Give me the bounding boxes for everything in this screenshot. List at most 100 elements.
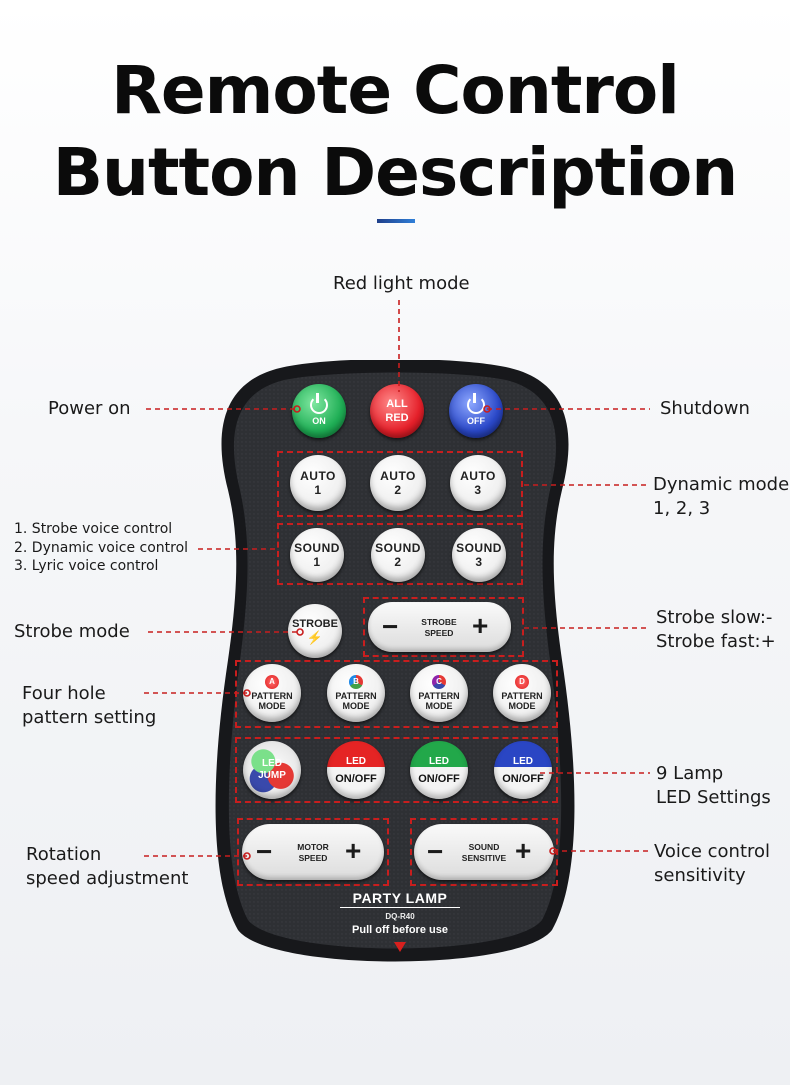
label-voice-2: sensitivity [654, 865, 746, 886]
auto-3-label: AUTO [460, 469, 496, 483]
motor-speed-label-2: SPEED [298, 853, 328, 863]
led-jump-label-1: LED [262, 758, 282, 769]
label-sound-2: 2. Dynamic voice control [14, 540, 189, 556]
sound-1-number: 1 [313, 555, 321, 569]
label-power-on: Power on [48, 398, 131, 419]
sound-3-button[interactable]: SOUND 3 [452, 528, 506, 582]
motor-speed-box [237, 818, 389, 886]
sensitive-minus-button[interactable]: − [427, 836, 444, 867]
led-group-box [235, 737, 558, 803]
sound-1-label: SOUND [294, 541, 340, 555]
auto-2-label: AUTO [380, 469, 416, 483]
strobe-speed-box [363, 597, 524, 657]
strobe-plus-button[interactable]: + [472, 610, 489, 641]
led-blue-button[interactable]: LED ON/OFF [494, 741, 552, 799]
sound-sensitive-rocker[interactable]: − SOUND SENSITIVE + [414, 824, 554, 880]
label-pattern-1: Four hole [22, 683, 106, 704]
auto-3-number: 3 [474, 483, 482, 497]
led-jump-button[interactable]: LED JUMP [243, 741, 301, 799]
label-voice-1: Voice control [654, 841, 771, 862]
pattern-b-dot: B [349, 675, 363, 689]
label-strobe-speed-2: Strobe fast:+ [656, 631, 776, 652]
pattern-b-label-1: PATTERN [335, 691, 377, 701]
sound-3-label: SOUND [456, 541, 502, 555]
auto-1-label: AUTO [300, 469, 336, 483]
pattern-c-button[interactable]: C PATTERN MODE [410, 664, 468, 722]
pattern-d-label-2: MODE [508, 701, 536, 711]
pattern-d-dot: D [515, 675, 529, 689]
model-label: DQ-R40 [385, 912, 415, 921]
strobe-minus-button[interactable]: − [382, 611, 399, 642]
label-shutdown: Shutdown [660, 398, 750, 419]
title-line-2: Button Description [52, 134, 739, 211]
led-red-label: LED [346, 755, 366, 767]
led-red-onoff: ON/OFF [335, 772, 377, 785]
sound-2-button[interactable]: SOUND 2 [371, 528, 425, 582]
motor-plus-button[interactable]: + [345, 835, 362, 866]
auto-1-number: 1 [314, 483, 322, 497]
title-underline [377, 219, 415, 223]
led-red-button[interactable]: LED ON/OFF [327, 741, 385, 799]
sound-3-number: 3 [475, 555, 483, 569]
pattern-d-button[interactable]: D PATTERN MODE [493, 664, 551, 722]
label-strobe-speed-1: Strobe slow:- [656, 607, 773, 628]
sound-2-label: SOUND [375, 541, 421, 555]
all-red-label-1: ALL [386, 398, 408, 410]
strobe-speed-rocker[interactable]: − STROBE SPEED + [368, 602, 511, 652]
strobe-label: STROBE [292, 618, 338, 630]
pattern-a-button[interactable]: A PATTERN MODE [243, 664, 301, 722]
sound-sensitive-label-2: SENSITIVE [461, 853, 507, 863]
auto-3-button[interactable]: AUTO 3 [450, 455, 506, 511]
strobe-speed-label-1: STROBE [421, 617, 457, 627]
label-red-light-mode: Red light mode [333, 273, 470, 294]
pattern-b-button[interactable]: B PATTERN MODE [327, 664, 385, 722]
led-blue-onoff: ON/OFF [502, 772, 544, 785]
pattern-a-dot: A [265, 675, 279, 689]
led-green-button[interactable]: LED ON/OFF [410, 741, 468, 799]
all-red-button[interactable]: ALL RED [370, 384, 424, 438]
pattern-c-dot: C [432, 675, 446, 689]
motor-speed-rocker[interactable]: − MOTOR SPEED + [242, 824, 384, 880]
label-sound-3: 3. Lyric voice control [14, 558, 159, 574]
auto-group-box [277, 451, 523, 517]
auto-1-button[interactable]: AUTO 1 [290, 455, 346, 511]
pattern-a-label-2: MODE [258, 701, 286, 711]
motor-minus-button[interactable]: − [256, 836, 273, 867]
auto-2-button[interactable]: AUTO 2 [370, 455, 426, 511]
label-strobe-mode: Strobe mode [14, 621, 130, 642]
power-on-button[interactable]: ON [292, 384, 346, 438]
power-on-label: ON [312, 416, 326, 426]
strobe-button[interactable]: STROBE ⚡ [288, 604, 342, 658]
label-dynamic-mode-2: 1, 2, 3 [653, 498, 711, 519]
sound-sensitive-label-1: SOUND [468, 842, 500, 852]
sound-1-button[interactable]: SOUND 1 [290, 528, 344, 582]
label-lamp-1: 9 Lamp [656, 763, 724, 784]
power-off-button[interactable]: OFF [449, 384, 503, 438]
title-line-1: Remote Control [111, 52, 680, 129]
sound-2-number: 2 [394, 555, 402, 569]
led-blue-label: LED [513, 755, 533, 767]
power-off-label: OFF [467, 416, 485, 426]
sound-group-box [277, 523, 523, 585]
pattern-c-label-2: MODE [425, 701, 453, 711]
power-icon [467, 393, 485, 414]
led-green-onoff: ON/OFF [418, 772, 460, 785]
brand-label: PARTY LAMP [340, 889, 460, 908]
lightning-icon: ⚡ [306, 630, 324, 645]
label-rotation-2: speed adjustment [26, 868, 189, 889]
pattern-c-label-1: PATTERN [418, 691, 460, 701]
pattern-d-label-1: PATTERN [501, 691, 543, 701]
label-rotation-1: Rotation [26, 844, 102, 865]
pattern-a-label-1: PATTERN [251, 691, 293, 701]
sound-sensitive-box [410, 818, 558, 886]
label-lamp-2: LED Settings [656, 787, 771, 808]
label-sound-1: 1. Strobe voice control [14, 521, 173, 537]
pattern-group-box [235, 660, 558, 728]
strobe-speed-label-2: SPEED [424, 628, 454, 638]
label-dynamic-mode-1: Dynamic mode [653, 474, 790, 495]
pull-off-label: Pull off before use [352, 924, 448, 936]
pattern-b-label-2: MODE [342, 701, 370, 711]
motor-speed-label-1: MOTOR [297, 842, 329, 852]
sensitive-plus-button[interactable]: + [515, 835, 532, 866]
all-red-label-2: RED [385, 412, 409, 424]
